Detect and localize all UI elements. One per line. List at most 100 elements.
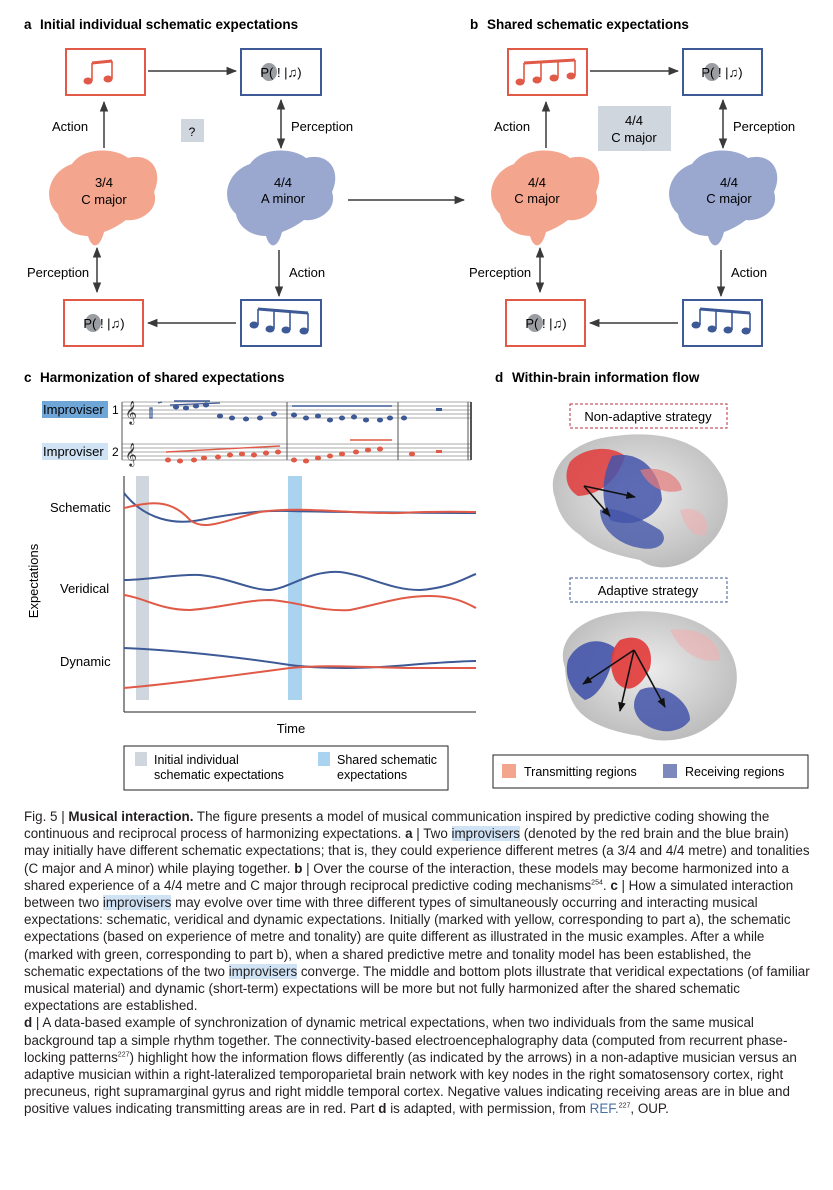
panel-a-letter: a bbox=[24, 17, 32, 32]
music-box-top-left bbox=[65, 48, 146, 96]
treble-clef-icon: 𝄞 bbox=[125, 402, 137, 425]
question-mark: ? bbox=[189, 125, 196, 139]
initial-expectations-band bbox=[136, 476, 149, 700]
svg-text:P( ! |♫): P( ! |♫) bbox=[701, 65, 742, 80]
citation: 227 bbox=[117, 1051, 130, 1059]
prob-box-bottom-left bbox=[63, 299, 144, 347]
panel-a-title: Initial individual schematic expectation… bbox=[40, 17, 298, 32]
legend-label: Transmitting regions bbox=[524, 765, 637, 779]
legend-label: Shared schematic bbox=[337, 753, 437, 767]
svg-text:C major: C major bbox=[706, 191, 752, 206]
non-adaptive-label: Non-adaptive strategy bbox=[584, 409, 712, 424]
legend-swatch-receiving bbox=[663, 764, 677, 778]
improviser-1-highlight bbox=[42, 401, 108, 418]
row-label: Veridical bbox=[60, 581, 109, 596]
red-brain: 3/4 C major bbox=[49, 150, 158, 246]
panel-d-title: Within-brain information flow bbox=[512, 370, 700, 385]
panel-b-title: Shared schematic expectations bbox=[487, 17, 689, 32]
figure: a Initial individual schematic expectati… bbox=[24, 17, 809, 791]
perception-label: Perception bbox=[291, 119, 353, 134]
panel-b-letter: b bbox=[470, 17, 478, 32]
perception-label: Perception bbox=[27, 265, 89, 280]
panel-a: a Initial individual schematic expectati… bbox=[24, 17, 353, 347]
note-icon bbox=[691, 307, 751, 335]
panel-d-letter: d bbox=[495, 370, 503, 385]
svg-text:P( ! |♫): P( ! |♫) bbox=[83, 316, 124, 331]
perception-label: Perception bbox=[733, 119, 795, 134]
panel-c-legend bbox=[123, 745, 449, 791]
row-label: Schematic bbox=[50, 500, 111, 515]
improviser-2-number: 2 bbox=[112, 445, 119, 459]
legend-swatch-transmitting bbox=[502, 764, 516, 778]
improviser-2-label: Improviser bbox=[43, 444, 104, 459]
action-label: Action bbox=[52, 119, 88, 134]
legend-label: schematic expectations bbox=[154, 768, 284, 782]
legend-label: expectations bbox=[337, 768, 407, 782]
figure-title: Musical interaction. bbox=[68, 809, 194, 824]
highlighted-word: improvisers bbox=[451, 826, 520, 842]
svg-text:C major: C major bbox=[611, 130, 657, 145]
prob-label: P( ! |♫) bbox=[260, 63, 302, 81]
improviser-1-number: 1 bbox=[112, 403, 119, 417]
action-label: Action bbox=[731, 265, 767, 280]
panel-c-title: Harmonization of shared expectations bbox=[40, 370, 285, 385]
blue-brain: 4/4 C major bbox=[669, 150, 778, 246]
adaptive-label: Adaptive strategy bbox=[598, 583, 699, 598]
reference-link[interactable]: REF. bbox=[589, 1101, 619, 1117]
legend-swatch-initial bbox=[135, 752, 147, 766]
panel-d: d Within-brain information flow Non-adap… bbox=[492, 370, 809, 789]
y-axis-label: Expectations bbox=[26, 543, 41, 618]
note-icon bbox=[515, 58, 576, 86]
non-adaptive-label-box bbox=[569, 403, 728, 429]
prob-label: P( ! |♫) bbox=[701, 63, 743, 81]
svg-text:4/4: 4/4 bbox=[528, 175, 546, 190]
x-axis-label: Time bbox=[277, 721, 305, 736]
figure-caption: Fig. 5 | Musical interaction. The figure… bbox=[24, 809, 810, 1117]
svg-text:3/4: 3/4 bbox=[95, 175, 113, 190]
perception-label: Perception bbox=[469, 265, 531, 280]
prob-box-bottom-left bbox=[505, 299, 586, 347]
citation: 227 bbox=[618, 1102, 631, 1110]
action-label: Action bbox=[289, 265, 325, 280]
red-brain: 4/4 C major bbox=[491, 150, 600, 246]
legend-label: Receiving regions bbox=[685, 765, 784, 779]
prob-label: P( ! |♫) bbox=[83, 314, 125, 332]
action-label: Action bbox=[494, 119, 530, 134]
dynamic-red-curve bbox=[123, 665, 476, 689]
shared-expectations-band bbox=[288, 476, 302, 700]
cortex-brain-non-adaptive bbox=[552, 434, 728, 568]
panel-b: b Shared schematic expectations P( ! |♫)… bbox=[469, 17, 795, 347]
shared-expectation-box bbox=[598, 106, 671, 151]
dynamic-blue-curve bbox=[123, 647, 477, 669]
legend-swatch-shared bbox=[318, 752, 330, 766]
veridical-blue-curve bbox=[123, 570, 477, 592]
legend-label: Initial individual bbox=[154, 753, 239, 767]
blue-notes bbox=[149, 400, 442, 423]
svg-text:4/4: 4/4 bbox=[720, 175, 738, 190]
row-label: Dynamic bbox=[60, 654, 111, 669]
improviser-2-highlight bbox=[42, 443, 108, 460]
svg-text:C major: C major bbox=[81, 192, 127, 207]
music-box-top-left bbox=[507, 48, 588, 96]
svg-text:P( ! |♫): P( ! |♫) bbox=[260, 65, 301, 80]
highlighted-word: improvisers bbox=[228, 963, 298, 979]
prob-label: P( ! |♫) bbox=[525, 314, 567, 332]
citation: 254 bbox=[591, 879, 603, 887]
svg-text:A minor: A minor bbox=[261, 191, 306, 206]
panel-c: c Harmonization of shared expectations I… bbox=[24, 370, 477, 791]
svg-text:4/4: 4/4 bbox=[625, 113, 643, 128]
prob-box-top-right bbox=[682, 48, 763, 96]
note-icon bbox=[249, 307, 309, 335]
red-notes bbox=[164, 439, 442, 464]
adaptive-label-box bbox=[569, 577, 728, 603]
svg-text:P( ! |♫): P( ! |♫) bbox=[525, 316, 566, 331]
music-box-bottom-right bbox=[682, 299, 763, 347]
svg-text:C major: C major bbox=[514, 191, 560, 206]
prob-box-top-right bbox=[240, 48, 322, 96]
figure-number: Fig. 5 | bbox=[24, 809, 69, 824]
treble-clef-icon: 𝄞 bbox=[125, 444, 137, 467]
blue-brain: 4/4 A minor bbox=[227, 150, 336, 246]
cortex-brain-adaptive bbox=[562, 611, 737, 741]
veridical-red-curve bbox=[123, 594, 477, 612]
schematic-red-curve bbox=[123, 502, 477, 527]
